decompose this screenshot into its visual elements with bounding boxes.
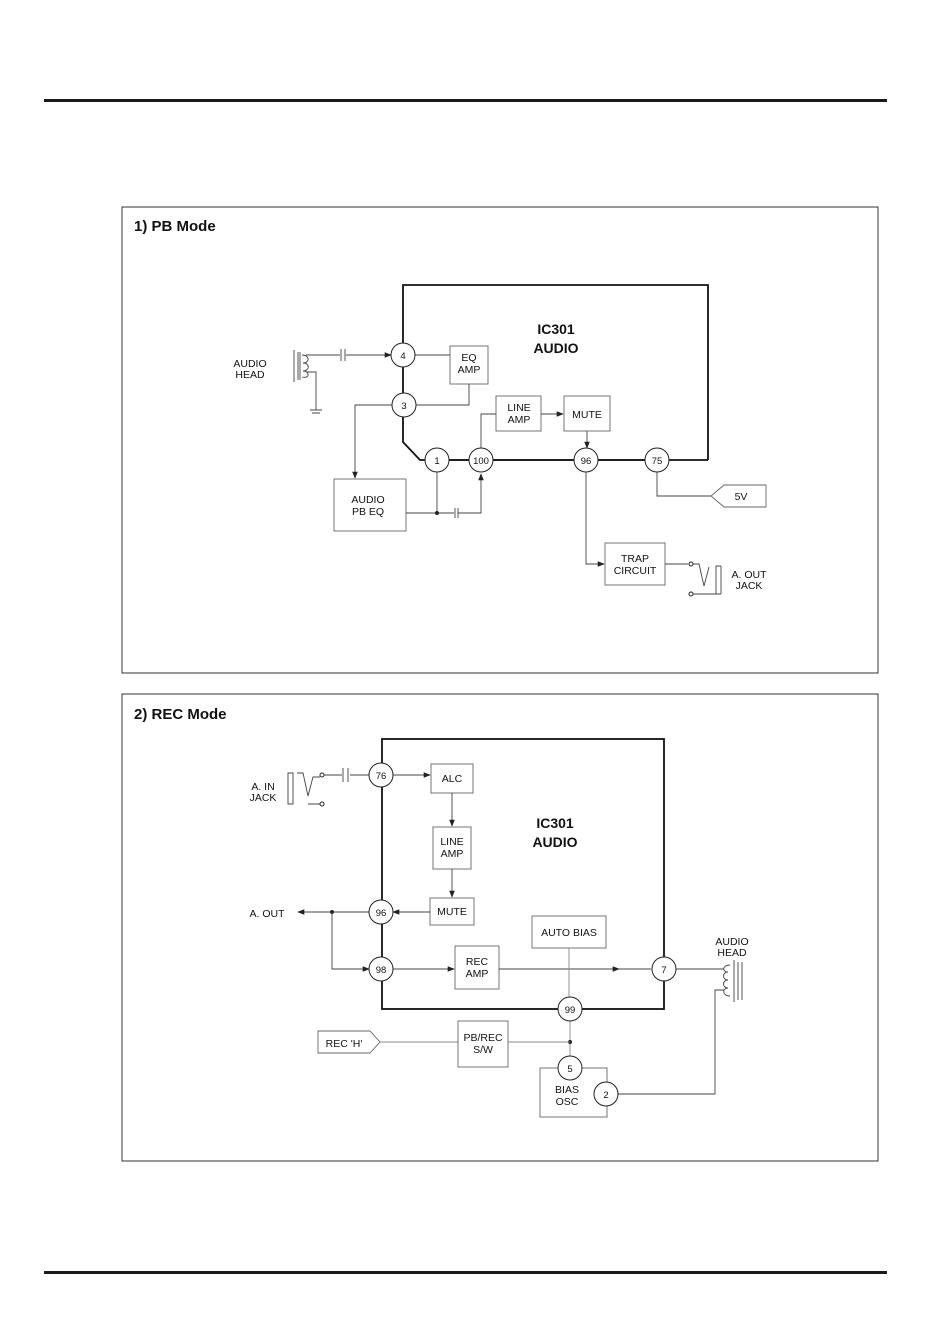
rec-a-out-label: A. OUT [249,908,285,920]
pb-title: 1) PB Mode [134,218,216,235]
pb-pbeq-label-2: PB EQ [352,506,384,518]
rec-ic-outline [382,739,664,1009]
pb-eq-amp-label-1: EQ [461,352,476,364]
pb-trap-label-2: CIRCUIT [614,565,657,577]
rec-rec-h-label: REC 'H' [326,1038,363,1050]
pb-pin-96-label: 96 [581,456,592,467]
pb-ic-sub: AUDIO [533,340,578,356]
pb-line-amp-label-1: LINE [507,402,530,414]
pb-out-jack-icon [693,564,721,594]
pb-pin-4-label: 4 [400,351,405,362]
pb-line-amp-label-2: AMP [508,414,531,426]
rec-line-amp-label-1: LINE [440,836,463,848]
rec-audio-head-icon [724,960,743,1002]
rec-mode-panel: 2) REC Mode IC301 AUDIO A. IN JACK ALC L… [122,694,878,1161]
pb-frame [122,207,878,673]
rec-pbrec-sw-label-2: S/W [473,1044,493,1056]
pb-ic-name: IC301 [537,321,575,337]
rec-pin-96-label: 96 [376,908,387,919]
pb-pin-3-label: 3 [401,401,406,412]
pb-head-label-2: HEAD [235,369,265,381]
rec-in-jack-label-2: JACK [250,792,277,804]
rec-pin-76-label: 76 [376,771,387,782]
rec-rec-amp-label-1: REC [466,956,489,968]
pb-pin-1-label: 1 [434,456,439,467]
rec-frame [122,694,878,1161]
rec-pbrec-sw-label-1: PB/REC [463,1032,503,1044]
pb-5v-label: 5V [735,491,748,503]
rec-rec-amp-label-2: AMP [466,968,489,980]
pb-pin-100-label: 100 [473,456,489,467]
rec-pin-98-label: 98 [376,965,387,976]
pb-mute-label: MUTE [572,409,602,421]
rec-title: 2) REC Mode [134,706,227,723]
pb-pbeq-label-1: AUDIO [351,494,384,506]
pb-out-jack-label-2: JACK [736,580,763,592]
rec-in-jack-icon [288,773,320,804]
pb-ic-outline [403,285,708,460]
rec-pin-5-label: 5 [567,1064,572,1075]
rec-pin-2-label: 2 [603,1090,608,1101]
rec-pin-99-label: 99 [565,1005,576,1016]
pb-trap-label-1: TRAP [621,553,649,565]
pb-mode-panel: 1) PB Mode IC301 AUDIO AUDIO HEAD EQ AMP… [122,207,878,673]
pb-input-capacitor-icon [341,349,345,361]
rec-auto-bias-label: AUTO BIAS [541,927,597,939]
rec-alc-label: ALC [442,773,463,785]
pb-ground-icon [306,372,322,413]
pb-eq-amp-label-2: AMP [458,364,481,376]
rec-pin-7-label: 7 [661,965,666,976]
rec-ic-sub: AUDIO [532,834,577,850]
rec-head-label-2: HEAD [717,947,747,959]
rec-ic-name: IC301 [536,815,574,831]
pb-pin-75-label: 75 [652,456,663,467]
rec-input-capacitor-icon [343,768,348,782]
rec-line-amp-label-2: AMP [441,848,464,860]
rec-bias-osc-label-2: OSC [556,1096,579,1108]
pb-coupling-capacitor-icon [455,508,458,518]
rec-bias-osc-label-1: BIAS [555,1084,579,1096]
rec-mute-label: MUTE [437,906,467,918]
